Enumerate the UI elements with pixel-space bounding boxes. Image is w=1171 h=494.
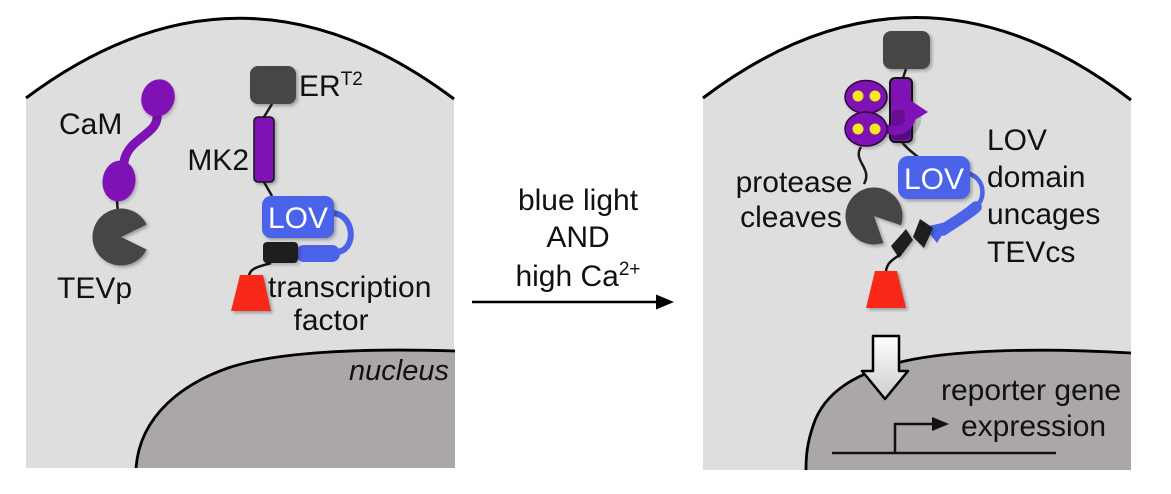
promoter-arrow-head xyxy=(932,417,949,431)
protease-label-line2: cleaves xyxy=(740,201,842,234)
calcium-ion-dot xyxy=(852,90,864,102)
fragment-tf-linker xyxy=(884,252,902,272)
tevcs-fragment-right xyxy=(913,219,933,248)
left-cell-membrane xyxy=(25,16,455,101)
note-line2: domain xyxy=(987,161,1085,194)
left-nucleus-envelope xyxy=(134,348,456,469)
right-cell-membrane xyxy=(702,16,1132,102)
transition-line3: high Ca2+ xyxy=(515,259,640,293)
er-domain xyxy=(250,66,296,104)
cam-tevp-squiggle xyxy=(857,146,868,185)
right-cell: protease cleaves LOV LOV domain uncages … xyxy=(702,16,1132,471)
transition-arrow-head xyxy=(656,294,674,310)
nuclear-entry-arrow xyxy=(860,334,910,401)
reporter-label-line1: reporter gene xyxy=(941,374,1121,407)
protease-label-line1: protease xyxy=(736,166,853,199)
transition: blue light AND high Ca2+ xyxy=(472,184,674,310)
cam-protein xyxy=(102,79,175,202)
cam-lobe-ca-bottom xyxy=(844,111,888,147)
tevp-label: TEVp xyxy=(57,272,132,305)
calcium-ion-dot xyxy=(852,123,864,135)
tevcs-fragment-left xyxy=(891,229,913,258)
tf-label-line1: transcription xyxy=(268,271,431,304)
er-mk2-linker xyxy=(262,103,274,118)
er-label: ERT2 xyxy=(299,69,363,103)
note-line1: LOV xyxy=(987,124,1047,157)
mk2-lov-linker-right xyxy=(900,141,919,158)
cam-label: CaM xyxy=(59,108,122,141)
tf-label-line2: factor xyxy=(293,304,368,337)
note-line3: uncages xyxy=(987,198,1100,231)
calcium-ion-dot xyxy=(869,90,881,102)
jalpha-helix-bar xyxy=(296,245,340,262)
cam-lobe-ca-top xyxy=(844,79,888,115)
lov-label: LOV xyxy=(268,202,328,235)
lov-jalpha-loop xyxy=(332,210,354,255)
tf-trapezoid-right xyxy=(866,271,906,308)
lov-box-label-right: LOV xyxy=(904,163,964,196)
left-cell: nucleus CaM TEVp ERT2 MK2 LOV transcript… xyxy=(25,16,456,469)
mk2-lov-linker xyxy=(262,181,274,197)
er-domain-right xyxy=(883,31,930,69)
mk2-label: MK2 xyxy=(187,144,249,177)
cam-lobe-bottom xyxy=(102,160,136,202)
promoter-riser xyxy=(893,422,934,453)
reporter-label-line2: expression xyxy=(961,410,1106,443)
tevcs-tf-linker xyxy=(247,261,272,277)
cam-calcium-bound xyxy=(844,79,888,147)
lov-domain-box-right xyxy=(898,156,970,199)
calcium-ion-dot xyxy=(869,123,881,135)
tf-trapezoid xyxy=(231,275,271,311)
tevcs-caged-box xyxy=(263,242,298,263)
transition-line2: AND xyxy=(546,221,609,254)
left-nucleus xyxy=(136,350,455,468)
left-nucleus-label: nucleus xyxy=(349,355,449,387)
tevp-pacman xyxy=(92,208,147,266)
mk2-domain xyxy=(253,116,275,183)
promoter-glyph xyxy=(832,417,1056,455)
lov-domain-box xyxy=(262,196,334,238)
note-line4: TEVcs xyxy=(987,236,1075,269)
cam-lobe-top xyxy=(141,79,175,117)
activation-arrow-head xyxy=(904,96,928,126)
er-mk2-linker-right xyxy=(901,68,908,79)
tevp-pacman-right xyxy=(845,187,903,245)
transition-line1: blue light xyxy=(518,184,639,217)
